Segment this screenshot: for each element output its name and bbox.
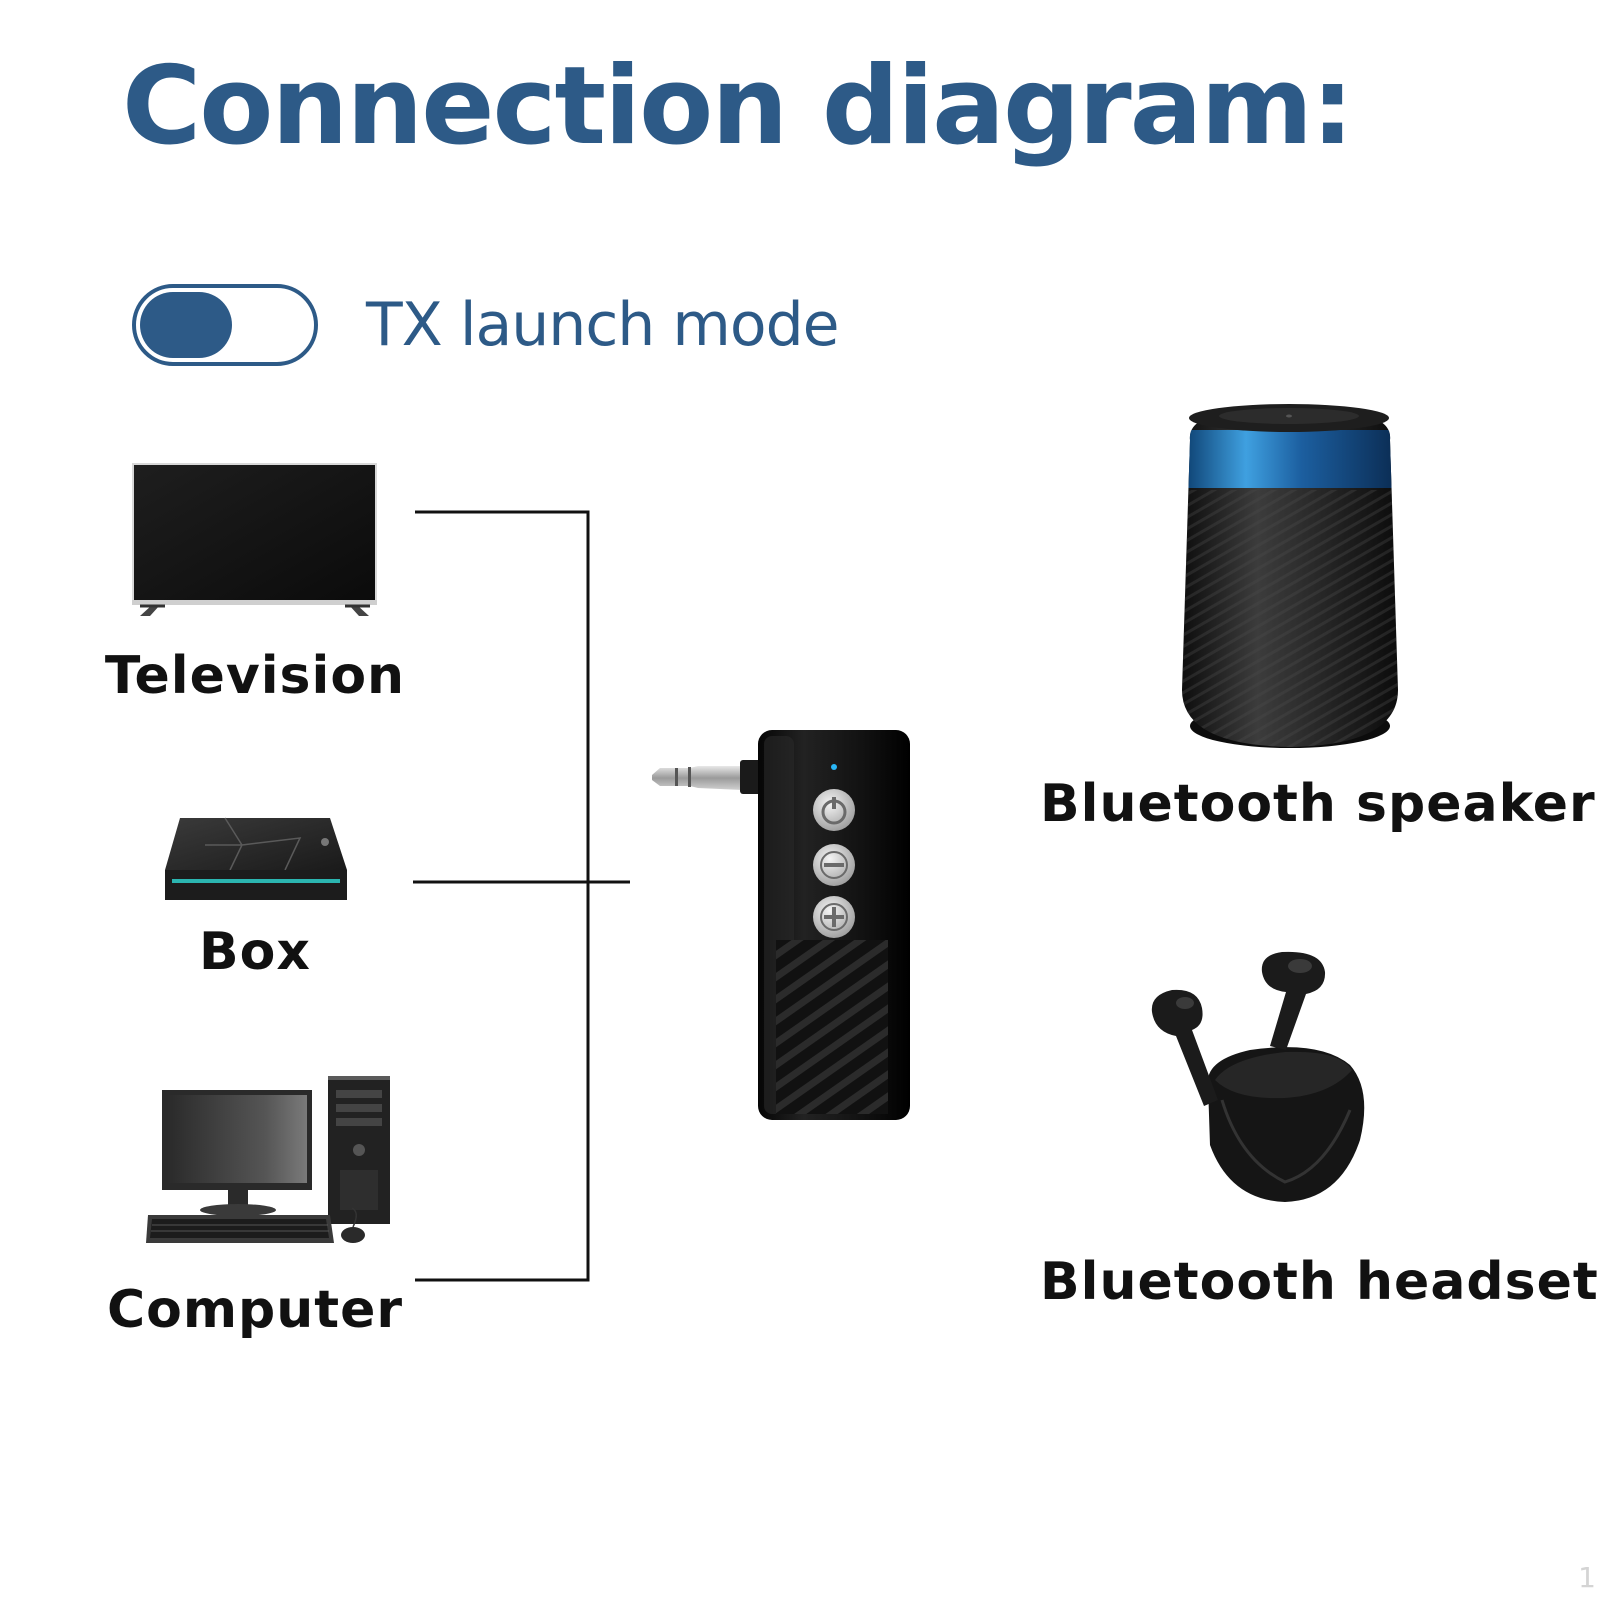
bluetooth-transmitter-icon [652, 730, 910, 1120]
tv-connector-line [415, 510, 590, 1282]
computer-label: Computer [106, 1280, 404, 1340]
mode-label: TX launch mode [366, 290, 840, 360]
bluetooth-headset-label: Bluetooth headset [1040, 1252, 1599, 1312]
bluetooth-headset-icon [1151, 951, 1365, 1202]
box-label: Box [199, 922, 311, 982]
bluetooth-speaker-label: Bluetooth speaker [1040, 774, 1596, 834]
connector-lines [413, 510, 630, 1282]
page-number: 1 [1578, 1561, 1596, 1594]
mode-row: TX launch mode [132, 282, 840, 368]
bluetooth-speaker-icon [1182, 404, 1398, 748]
television-icon [132, 463, 377, 616]
toggle-knob [140, 292, 232, 358]
page-title: Connection diagram: [122, 44, 1354, 169]
tx-mode-toggle[interactable] [132, 284, 318, 366]
television-label: Television [104, 646, 406, 706]
computer-icon [146, 1076, 390, 1243]
tv-box-icon [165, 817, 347, 900]
